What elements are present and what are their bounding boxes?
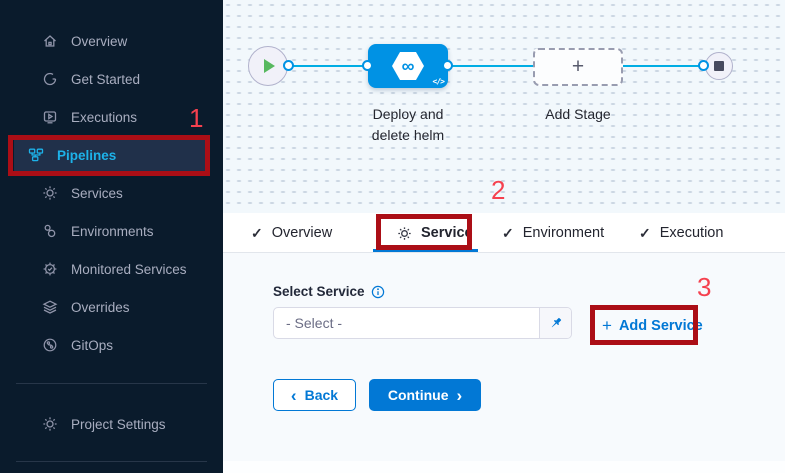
pin-button[interactable] — [539, 308, 571, 338]
add-service-button[interactable]: + Add Service — [602, 316, 703, 336]
code-icon: </> — [432, 77, 445, 86]
sidebar-item-get-started[interactable]: Get Started — [14, 60, 209, 98]
info-icon[interactable] — [371, 285, 385, 299]
sidebar-item-services[interactable]: Services — [14, 174, 209, 212]
service-config-panel — [223, 253, 785, 461]
sidebar-item-label: Services — [71, 185, 123, 201]
sidebar-item-label: Overrides — [71, 299, 130, 315]
home-icon — [41, 33, 58, 50]
sidebar-item-project-settings[interactable]: Project Settings — [14, 405, 209, 443]
gitops-icon — [41, 337, 58, 354]
pipelines-icon — [27, 147, 44, 164]
check-icon: ✓ — [502, 224, 514, 241]
add-service-label: Add Service — [618, 318, 703, 334]
executions-icon — [41, 109, 58, 126]
pipeline-start-node[interactable] — [248, 46, 288, 86]
environments-icon — [41, 223, 58, 240]
tab-service[interactable]: Service — [397, 223, 473, 243]
add-stage-button[interactable]: + — [533, 48, 623, 86]
sidebar-item-label: Pipelines — [57, 147, 117, 163]
sidebar-item-label: GitOps — [71, 337, 114, 353]
connector-point — [698, 60, 709, 71]
panel-bottom-strip — [223, 461, 785, 473]
add-stage-label: Add Stage — [545, 106, 611, 122]
sidebar-item-monitored-services[interactable]: Monitored Services — [14, 250, 209, 288]
sidebar: Overview Get Started Executions Pipeline… — [0, 0, 223, 473]
pin-icon — [548, 316, 563, 331]
get-started-icon — [41, 71, 58, 88]
check-icon: ✓ — [639, 224, 651, 241]
gear-icon — [41, 185, 58, 202]
monitored-services-gear-check-icon — [41, 261, 58, 278]
back-button[interactable]: ‹ Back — [273, 379, 356, 411]
plus-icon: + — [571, 55, 585, 78]
tab-overview[interactable]: ✓ Overview — [251, 223, 332, 243]
check-icon: ✓ — [251, 224, 263, 241]
gear-icon — [41, 416, 58, 433]
sidebar-item-label: Environments — [71, 223, 154, 239]
sidebar-item-label: Get Started — [71, 71, 141, 87]
tab-environment[interactable]: ✓ Environment — [502, 223, 604, 243]
service-select: - Select - — [273, 307, 572, 339]
sidebar-item-pipelines[interactable]: Pipelines — [14, 136, 209, 174]
sidebar-item-gitops[interactable]: GitOps — [14, 326, 209, 364]
select-service-label: Select Service — [273, 284, 365, 299]
sidebar-item-label: Monitored Services — [71, 261, 187, 277]
continue-label: Continue — [387, 387, 449, 403]
sidebar-item-label: Executions — [71, 109, 138, 125]
plus-icon: + — [602, 316, 612, 335]
chevron-right-icon: › — [456, 385, 463, 405]
sidebar-divider — [16, 461, 207, 462]
select-service-label-row: Select Service — [273, 284, 385, 299]
sidebar-item-overrides[interactable]: Overrides — [14, 288, 209, 326]
gear-icon — [397, 226, 412, 241]
sidebar-item-executions[interactable]: Executions — [14, 98, 209, 136]
tab-label: Overview — [271, 225, 333, 241]
cd-hexagon-icon: ∞ — [392, 52, 424, 80]
sidebar-item-overview[interactable]: Overview — [14, 22, 209, 60]
service-select-value[interactable]: - Select - — [286, 315, 343, 331]
sidebar-item-label: Overview — [71, 33, 128, 49]
play-icon — [264, 59, 275, 73]
sidebar-item-label: Project Settings — [71, 416, 166, 432]
stage-config-tabbar — [223, 213, 785, 253]
tab-label: Environment — [522, 225, 605, 241]
stage-name-label: Deploy and delete helm — [371, 106, 445, 143]
active-tab-underline — [373, 249, 478, 252]
sidebar-divider — [16, 383, 207, 384]
connector-point — [283, 60, 294, 71]
tab-label: Service — [421, 225, 473, 241]
stop-icon — [714, 61, 724, 71]
pipeline-canvas — [223, 0, 785, 213]
connector-point — [362, 60, 373, 71]
back-label: Back — [304, 387, 339, 403]
infinity-icon: ∞ — [401, 56, 415, 76]
sidebar-item-environments[interactable]: Environments — [14, 212, 209, 250]
layers-icon — [41, 299, 58, 316]
stage-node-deploy-and-delete-helm[interactable]: ∞ </> — [368, 44, 448, 88]
tab-label: Execution — [659, 225, 724, 241]
pipeline-connector-line — [289, 65, 704, 67]
continue-button[interactable]: Continue › — [369, 379, 481, 411]
connector-point — [442, 60, 453, 71]
chevron-left-icon: ‹ — [290, 385, 297, 405]
pipeline-end-node[interactable] — [705, 52, 733, 80]
tab-execution[interactable]: ✓ Execution — [639, 223, 723, 243]
